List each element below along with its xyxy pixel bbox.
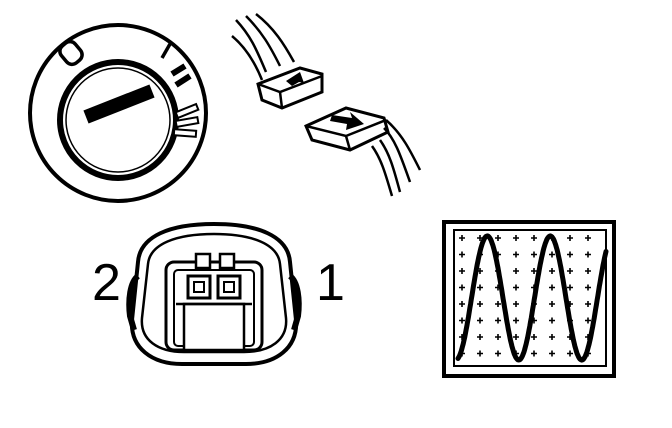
sensor-connector-icon [126,221,302,366]
grid-mark [567,251,573,258]
grid-mark [549,317,555,324]
grid-mark [567,268,573,274]
grid-mark [513,317,519,324]
grid-mark [513,251,519,258]
grid-mark [585,284,591,291]
grid-mark [585,301,591,307]
oscilloscope-sine-icon [442,220,616,378]
grid-mark [459,251,465,258]
grid-mark [585,268,591,274]
grid-mark [477,350,483,357]
switch-position-3 [172,102,200,138]
grid-mark [459,235,465,241]
grid-mark [513,235,519,241]
grid-mark [531,235,537,241]
grid-mark [495,301,501,307]
upper-connector-housing [256,66,324,110]
grid-mark [477,334,483,340]
grid-mark [513,284,519,291]
grid-mark [495,235,501,241]
connector-unplug-icon [231,13,422,197]
ignition-key-switch-icon [28,23,208,203]
lower-connector-housing [304,106,390,152]
arrow-down-right-icon [330,112,364,130]
grid-mark [513,301,519,307]
grid-mark [567,350,573,357]
switch-position-2[interactable] [170,63,192,88]
grid-mark [477,301,483,307]
grid-mark [531,251,537,258]
grid-mark [477,317,483,324]
sine-waveform [455,233,609,363]
grid-mark [549,301,555,307]
grid-mark [531,350,537,357]
grid-mark [531,334,537,340]
arrow-up-right-icon [286,72,304,86]
grid-mark [459,284,465,291]
grid-mark [513,334,519,340]
grid-mark [495,317,501,324]
switch-position-1 [160,43,172,59]
grid-mark [567,235,573,241]
pin-label-2: 2 [92,254,121,312]
grid-mark [459,301,465,307]
grid-mark [531,268,537,274]
grid-mark [477,284,483,291]
grid-mark [549,268,555,274]
grid-mark [459,317,465,324]
pin-cavity-2 [186,274,212,300]
grid-mark [585,251,591,258]
grid-mark [567,284,573,291]
grid-mark [495,334,501,340]
grid-mark [549,284,555,291]
grid-mark [549,350,555,357]
switch-position-0 [58,39,84,67]
pin-cavity-1 [216,274,242,300]
grid-mark [549,251,555,258]
grid-mark [549,334,555,340]
grid-mark [495,350,501,357]
pin-label-1: 1 [316,254,345,312]
grid-mark [459,268,465,274]
grid-mark [513,268,519,274]
grid-mark [585,235,591,241]
grid-mark [585,317,591,324]
